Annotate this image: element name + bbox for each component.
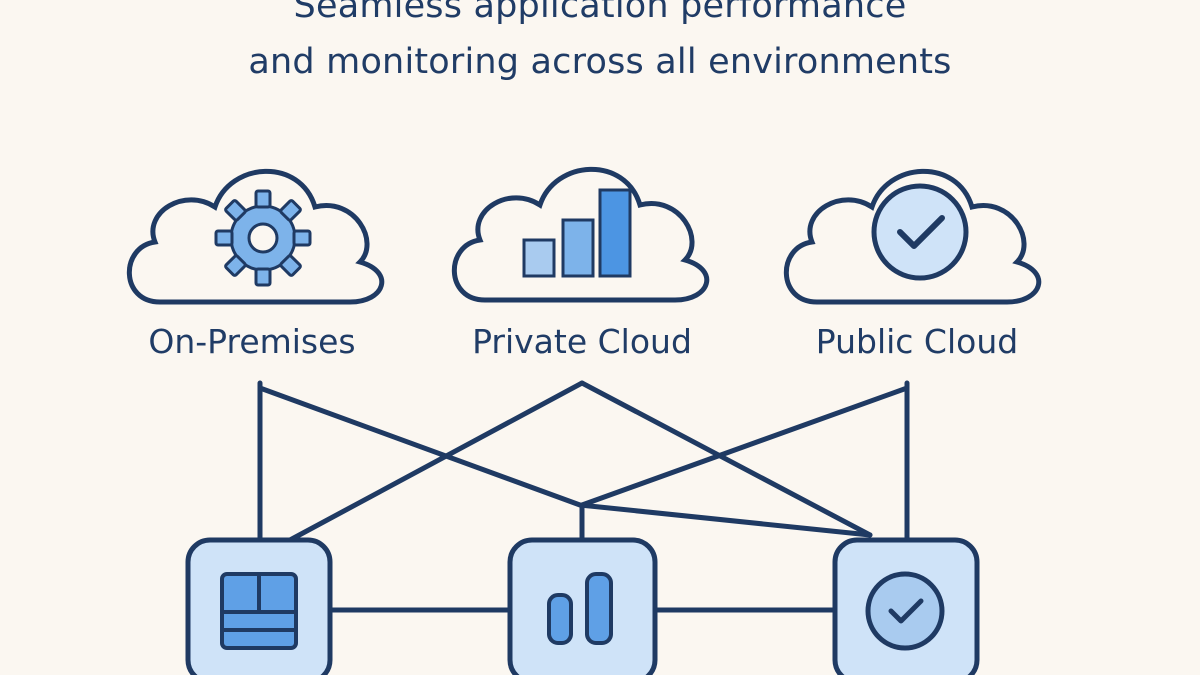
diagram-title: Seamless application performance and mon… [0, 0, 1200, 90]
label-public-cloud: Public Cloud [815, 322, 1019, 361]
cloud-public [786, 171, 1038, 302]
connector-onprem-to-center [257, 385, 873, 538]
title-line-2: and monitoring across all environments [248, 42, 952, 82]
node-analytics [507, 537, 658, 675]
dashboard-grid-icon [220, 572, 298, 650]
connector-private-to-left [287, 380, 585, 543]
gear-icon [214, 189, 312, 287]
connector-public-to-center [579, 385, 910, 508]
check-circle-icon [865, 571, 945, 651]
label-private-cloud: Private Cloud [472, 322, 692, 361]
check-circle-icon [871, 183, 969, 281]
bar-chart-icon [522, 188, 632, 278]
cloud-on-premises [129, 171, 381, 302]
node-dashboard [185, 537, 333, 675]
title-line-1: Seamless application performance [293, 0, 907, 26]
connector-private-to-right [579, 380, 873, 538]
connector-lines [257, 380, 910, 613]
node-status [832, 537, 980, 675]
label-on-premises: On-Premises [148, 322, 356, 361]
bar-chart-icon [547, 572, 613, 645]
cloud-private [454, 169, 706, 300]
